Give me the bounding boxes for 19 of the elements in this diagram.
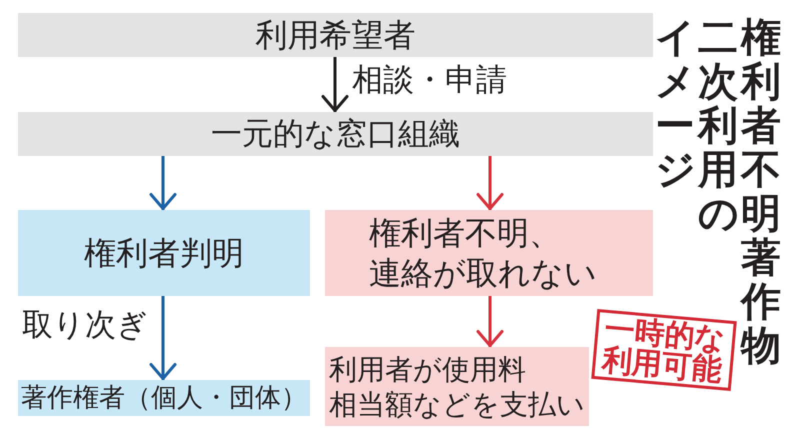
diagram-title: 権利者不明著作物 [741,16,781,368]
process-box [325,210,653,296]
node-text: 利用希望者 [256,15,416,55]
node-text: 権利者判明 [84,233,244,273]
step-band [18,112,653,156]
node-text: 権利者不明、連絡が取れない [369,213,598,293]
arrow [150,156,176,210]
process-box [18,210,310,296]
stamp-text: 一時的な利用可能 [600,313,728,387]
node-text: 利用者が使用料相当額などを支払い [329,352,586,422]
diagram-title: イメージ [655,16,695,192]
step-band [18,13,653,57]
arrow [150,296,176,380]
arrow [476,156,504,210]
arrow [322,57,348,112]
arrow [476,296,504,347]
node-text: 一元的な窓口組織 [211,114,460,154]
diagram-title: 二次利用の [698,16,738,236]
node-text: 著作権者（個人・団体） [21,382,307,414]
